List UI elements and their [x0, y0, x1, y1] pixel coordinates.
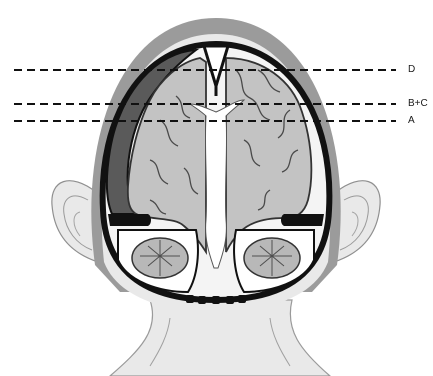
label-d: D [408, 65, 415, 75]
left-ear [52, 181, 98, 262]
left-tentorium [108, 214, 151, 226]
label-a: A [408, 116, 415, 126]
right-ear [334, 181, 380, 262]
label-bc: B+C [408, 99, 428, 109]
right-tentorium [281, 214, 324, 226]
